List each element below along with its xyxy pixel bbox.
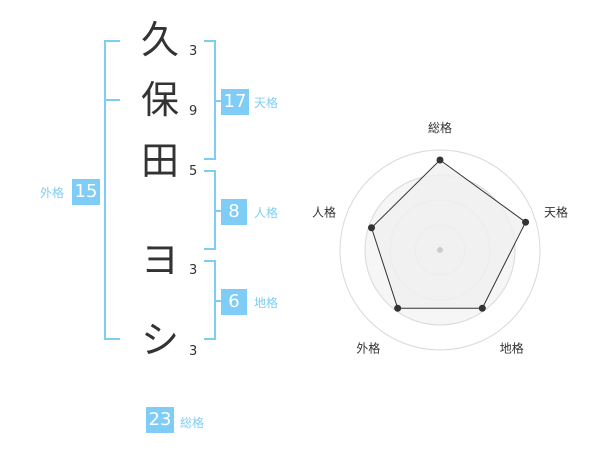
chikaku-value: 6 [221,289,247,315]
radar-point-1 [522,218,530,226]
tenkaku-value: 17 [221,89,249,115]
name-char-5: シ [140,318,179,362]
soukaku-label: 総格 [180,416,205,430]
name-char-1: 久 [140,18,179,62]
gaikaku-bracket [104,40,120,340]
radar-axis-label-4: 人格 [312,204,336,219]
stroke-count-5: 3 [189,344,198,359]
name-char-3: 田 [140,139,179,183]
jinkaku-value: 8 [221,199,247,225]
stroke-count-3: 5 [189,164,198,179]
gaikaku-bracket-tick [104,99,120,101]
radar-axis-label-2: 地格 [500,341,524,356]
tenkaku-bracket-tick [215,100,221,102]
radar-center-dot [437,247,443,253]
chikaku-bracket-tick [215,300,221,302]
name-char-4: ヨ [140,238,179,282]
stroke-count-2: 9 [189,104,198,119]
tenkaku-label: 天格 [254,96,279,110]
radar-axis-label-1: 天格 [544,204,568,219]
chikaku-label: 地格 [254,296,279,310]
name-char-2: 保 [140,78,179,122]
radar-point-2 [478,304,486,312]
radar-polygon [370,159,527,309]
radar-point-0 [436,156,444,164]
soukaku-value: 23 [146,407,174,433]
radar-axis-label-0: 総格 [428,120,452,135]
gaikaku-value: 15 [72,179,100,205]
stroke-count-1: 3 [189,44,198,59]
jinkaku-bracket-tick [215,210,221,212]
stroke-count-4: 3 [189,263,198,278]
radar-axis-label-3: 外格 [356,341,380,356]
jinkaku-label: 人格 [254,206,279,220]
gaikaku-label: 外格 [40,186,65,200]
radar-point-3 [394,304,402,312]
radar-point-4 [368,224,376,232]
